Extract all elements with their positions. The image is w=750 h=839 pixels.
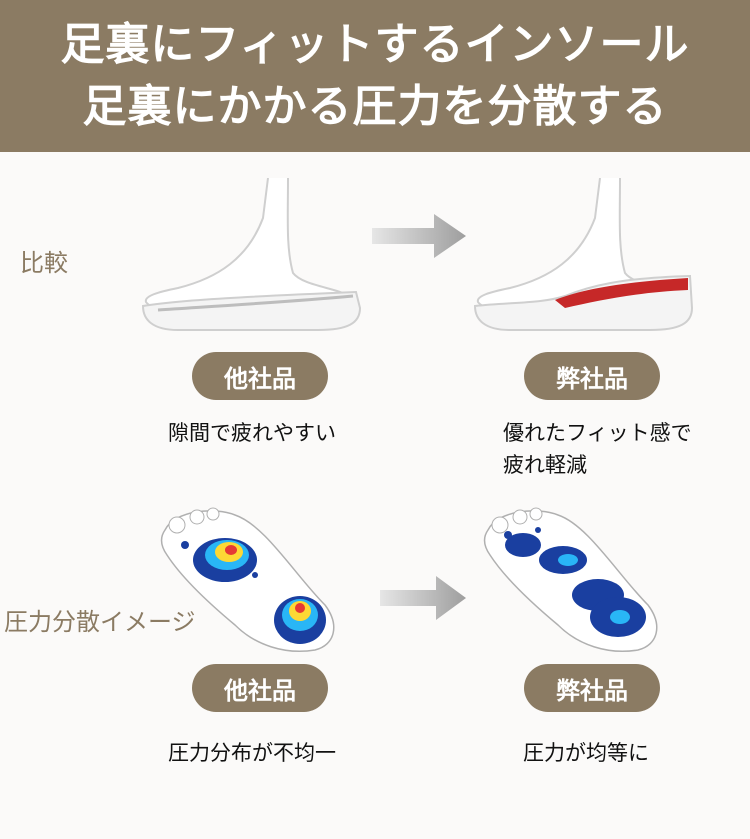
competitor-caption: 隙間で疲れやすい [168, 421, 336, 445]
arrow-right-icon [372, 214, 466, 258]
competitor-pressure-map [160, 507, 335, 652]
our-product-caption-line1: 優れたフィット感で [503, 421, 692, 445]
our-product-badge: 弊社品 [524, 352, 660, 400]
pressure-image-label: 圧力分散イメージ [4, 608, 196, 636]
arrow-right-icon [380, 576, 466, 620]
competitor-foot-illustration [141, 178, 362, 331]
header-title-line1: 足裏にフィットするインソール [60, 19, 690, 70]
content-area [0, 152, 750, 839]
header-title-line2: 足裏にかかる圧力を分散する [82, 81, 668, 132]
competitor-pressure-caption: 圧力分布が不均一 [168, 741, 336, 765]
header-banner: 足裏にフィットするインソール 足裏にかかる圧力を分散する [0, 0, 750, 152]
our-product-caption-line2: 疲れ軽減 [503, 453, 587, 477]
comparison-label: 比較 [20, 249, 68, 277]
competitor-badge: 他社品 [192, 352, 328, 400]
our-product-foot-illustration [473, 178, 694, 331]
our-product-badge: 弊社品 [524, 664, 660, 712]
our-product-pressure-map [483, 507, 658, 652]
competitor-badge: 他社品 [192, 664, 328, 712]
our-product-pressure-caption: 圧力が均等に [523, 741, 649, 765]
